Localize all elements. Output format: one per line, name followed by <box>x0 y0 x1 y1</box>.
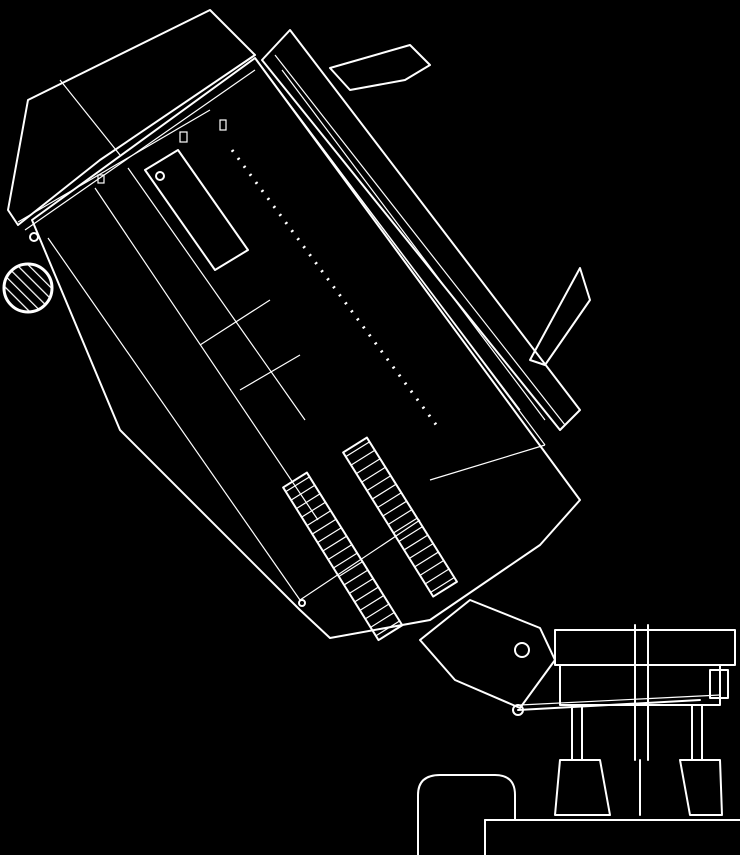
vertical-dotted-line <box>230 149 442 431</box>
pivot-linkage <box>419 599 721 716</box>
upper-handle <box>329 44 431 91</box>
hopper-body <box>29 57 581 639</box>
spring-assembly-right <box>342 436 458 598</box>
side-plate <box>144 29 581 431</box>
hatched-circle-section <box>2 262 54 314</box>
lower-handle <box>529 267 591 366</box>
hitch-legs <box>554 704 723 816</box>
spring-assembly-left <box>282 471 404 642</box>
top-hood <box>7 9 256 231</box>
ground-base <box>417 774 740 855</box>
tractor-frame <box>554 624 736 761</box>
